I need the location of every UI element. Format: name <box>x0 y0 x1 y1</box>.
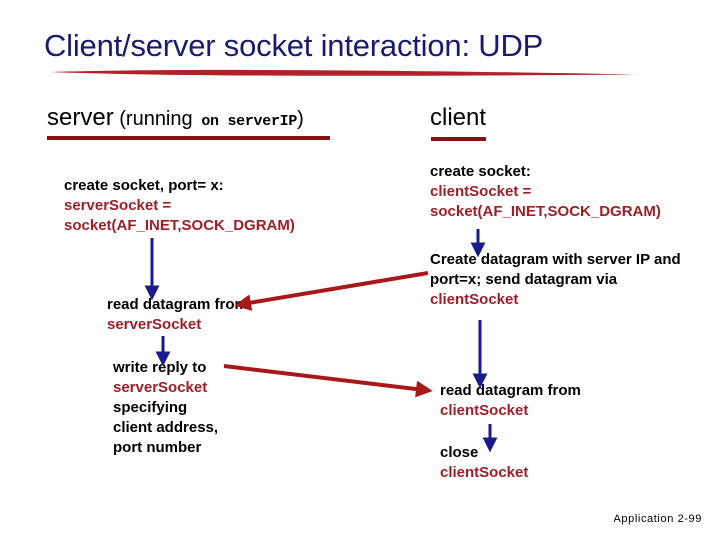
text-line: Create datagram with server IP and <box>430 251 681 268</box>
server-heading-main: server <box>47 104 114 131</box>
client-step-close-socket: close clientSocket <box>440 443 690 483</box>
server-heading-running: running <box>125 108 193 130</box>
text-line: close <box>440 444 479 461</box>
title-underline-stroke <box>50 69 638 76</box>
text-line: clientSocket = <box>430 183 532 200</box>
client-heading-underline <box>431 137 486 141</box>
text-line: port=x; send datagram via <box>430 271 618 288</box>
slide-footer: Application 2-99 <box>613 513 702 525</box>
server-heading-paren-open: ( <box>113 108 126 130</box>
server-heading-paren-close: ) <box>297 108 304 130</box>
server-heading-on: on <box>192 113 228 130</box>
server-step-create-socket: create socket, port= x: serverSocket = soc… <box>64 176 364 236</box>
text-line: serverSocket <box>113 379 208 396</box>
text-line: specifying <box>113 399 188 416</box>
text-line: clientSocket <box>440 402 529 419</box>
text-line: write reply to <box>113 359 207 376</box>
server-step-read-datagram: read datagram from serverSocket <box>107 295 327 335</box>
text-line: clientSocket <box>430 291 519 308</box>
server-column-heading: server (running on serverIP) <box>47 104 304 132</box>
server-heading-underline <box>47 136 330 140</box>
text-line: serverSocket <box>107 316 202 333</box>
client-step-create-datagram: Create datagram with server IP and port=x… <box>430 250 720 310</box>
server-step-write-reply: write reply to serverSocket specifying clie… <box>113 358 283 458</box>
text-line: socket(AF_INET,SOCK_DGRAM) <box>64 217 295 234</box>
text-line: create socket, port= x: <box>64 177 224 194</box>
page-title: Client/server socket interaction: UDP <box>44 28 544 63</box>
client-column-heading: client <box>430 104 487 131</box>
text-line: client address, <box>113 419 219 436</box>
server-heading-ip: serverIP <box>227 113 298 130</box>
text-line: read datagram from <box>440 382 581 399</box>
text-line: read datagram from <box>107 296 248 313</box>
text-line: serverSocket = <box>64 197 172 214</box>
text-line: create socket: <box>430 163 531 180</box>
client-step-create-socket: create socket: clientSocket = socket(AF_IN… <box>430 162 720 222</box>
text-line: port number <box>113 439 202 456</box>
text-line: clientSocket <box>440 464 529 481</box>
text-line: socket(AF_INET,SOCK_DGRAM) <box>430 203 661 220</box>
client-step-read-datagram: read datagram from clientSocket <box>440 381 690 421</box>
